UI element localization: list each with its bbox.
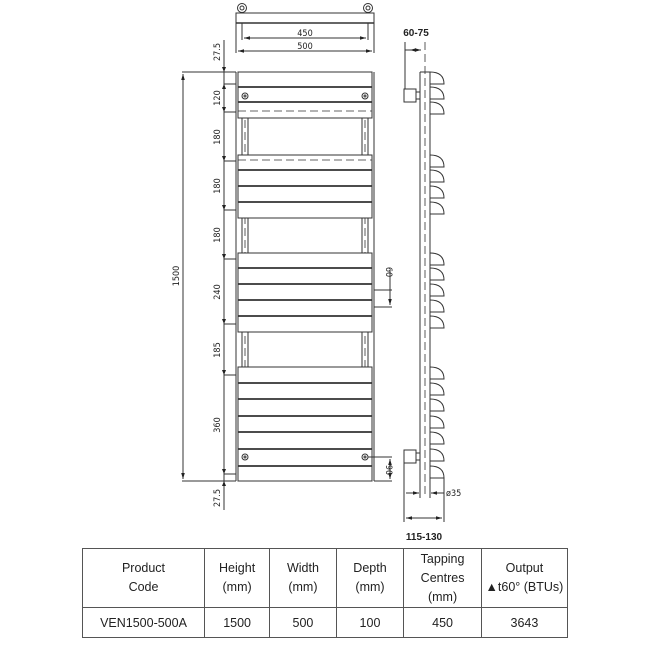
dim-120-label: 120 — [213, 90, 223, 105]
dim-top-offset-label: 27.5 — [213, 43, 223, 61]
header-depth: Depth (mm) — [335, 548, 405, 608]
header-tapping-centres: Tapping Centres (mm) — [403, 548, 482, 608]
dim-500-label: 500 — [297, 42, 312, 52]
top-right-bleed-icon — [361, 92, 369, 100]
dim-360-label: 360 — [213, 417, 223, 432]
top-left-bleed-icon — [241, 92, 249, 100]
top-view — [235, 3, 375, 53]
front-view — [181, 40, 392, 510]
cell-output: 3643 — [480, 607, 569, 638]
table-row: VEN1500-500A 1500 500 100 450 3643 — [81, 607, 569, 638]
dim-115-130-label: 115-130 — [406, 532, 443, 543]
cell-width: 500 — [269, 607, 337, 638]
bottom-bracket-icon — [403, 449, 417, 464]
top-left-valve-icon — [237, 3, 247, 13]
header-output: Output ▲t60° (BTUs) — [480, 548, 569, 608]
radiator-technical-drawing: 450 500 27.5 120 180 180 180 240 185 360… — [172, 3, 461, 543]
spec-table: Product Code Height (mm) Width (mm) Dept… — [81, 548, 569, 638]
bottom-left-valve-icon — [241, 453, 249, 461]
dim-185-label: 185 — [213, 342, 223, 357]
dim-diameter-label: ø35 — [446, 489, 461, 499]
dim-180a-label: 180 — [213, 129, 223, 144]
dim-1500-label: 1500 — [172, 266, 182, 287]
dim-60-75-label: 60-75 — [403, 28, 429, 39]
side-view — [403, 42, 445, 522]
header-product-code: Product Code — [81, 548, 206, 608]
cell-height: 1500 — [204, 607, 271, 638]
header-width: Width (mm) — [269, 548, 337, 608]
dim-180b-label: 180 — [213, 178, 223, 193]
cell-depth: 100 — [335, 607, 405, 638]
top-right-valve-icon — [363, 3, 373, 13]
cell-product-code: VEN1500-500A — [81, 607, 206, 638]
dim-240-label: 240 — [213, 284, 223, 299]
spec-table-header-row: Product Code Height (mm) Width (mm) Dept… — [81, 548, 569, 608]
fin-profiles — [429, 71, 445, 479]
dim-180c-label: 180 — [213, 227, 223, 242]
cell-tapping-centres: 450 — [403, 607, 482, 638]
dim-90-label: 90 — [383, 465, 393, 475]
top-bracket-icon — [403, 88, 417, 103]
dim-450-label: 450 — [297, 29, 312, 39]
dim-bottom-offset-label: 27.5 — [213, 489, 223, 507]
dim-60-label: 60 — [383, 267, 393, 277]
header-height: Height (mm) — [204, 548, 271, 608]
